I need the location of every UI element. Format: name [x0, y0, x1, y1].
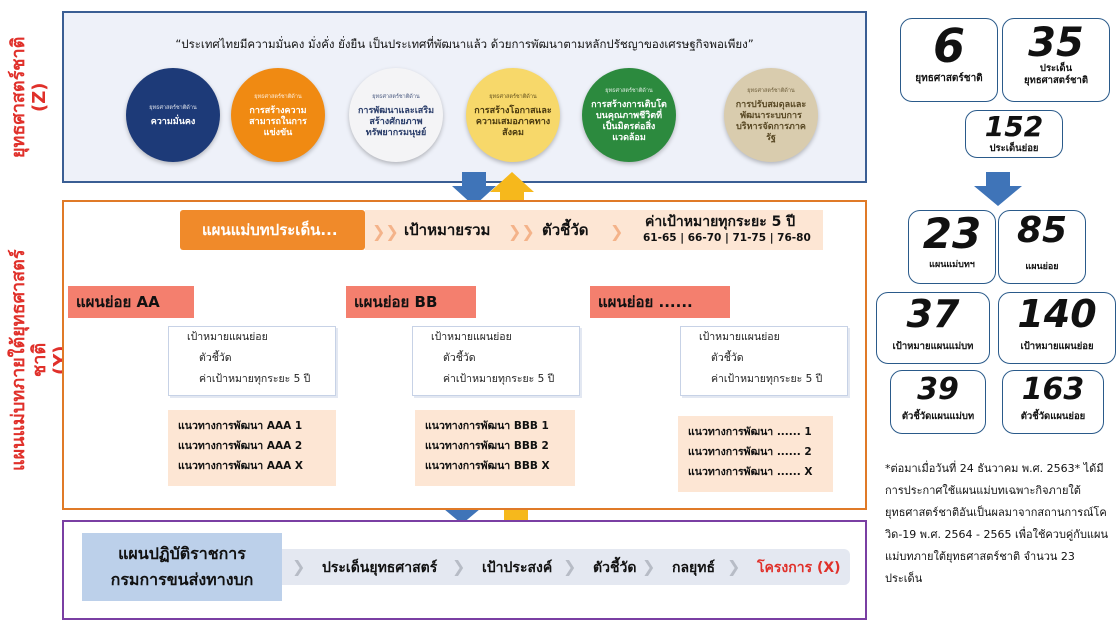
target-periods: 61-65 | 66-70 | 71-75 | 76-80 — [643, 232, 811, 244]
stat-sub-issues: 152 ประเด็นย่อย — [965, 110, 1063, 158]
stat-number: 6 — [932, 19, 965, 73]
down-arrow — [974, 172, 1022, 206]
stat-master-indicators: 39 ตัวชี้วัดแผนแม่บท — [890, 370, 986, 434]
strategy-circle-label: การพัฒนาและเสริมสร้างศักยภาพทรัพยากรมนุษ… — [357, 105, 435, 138]
master-plan-box: แผนแม่บทประเด็น... — [180, 210, 365, 250]
guideline-item: แนวทางการพัฒนา AAA 2 — [178, 440, 303, 452]
subplan-target: ค่าเป้าหมายทุกระยะ 5 ปี — [711, 373, 823, 385]
stat-number: 152 — [984, 110, 1044, 143]
strategy-circle: ยุทธศาสตร์ชาติด้านการสร้างความสามารถในกา… — [231, 68, 325, 162]
guideline-item: แนวทางการพัฒนา AAA X — [178, 460, 303, 472]
stat-label: แผนแม่บทฯ — [929, 260, 975, 270]
stat-label: ตัวชี้วัดแผนแม่บท — [901, 411, 975, 422]
stat-label: ยุทธศาสตร์ชาติ — [915, 73, 983, 84]
strategy-circle: ยุทธศาสตร์ชาติด้านการสร้างการเติบโตบนคุณ… — [582, 68, 676, 162]
subplan-indicator: ตัวชี้วัด — [711, 352, 744, 364]
strategy-circle-label: การสร้างความสามารถในการแข่งขัน — [249, 105, 307, 138]
strategy-circle-caption: ยุทธศาสตร์ชาติด้าน — [254, 93, 302, 100]
action-step: ตัวชี้วัด — [593, 560, 637, 576]
stat-strategies: 6 ยุทธศาสตร์ชาติ — [900, 18, 998, 102]
stat-number: 23 — [922, 209, 982, 258]
guideline-item: แนวทางการพัฒนา BBB X — [425, 460, 550, 472]
action-flow-bar — [250, 549, 850, 585]
stat-label: ตัวชี้วัดแผนย่อย — [1020, 411, 1086, 422]
guideline-item: แนวทางการพัฒนา BBB 1 — [425, 420, 549, 432]
guideline-item: แนวทางการพัฒนา ...... 2 — [688, 446, 812, 458]
subplan-guidelines: แนวทางการพัฒนา BBB 1 แนวทางการพัฒนา BBB 2… — [415, 410, 575, 486]
chevron-right-icon: ❯ — [727, 557, 741, 576]
action-step: โครงการ (X) — [757, 560, 841, 576]
action-step: กลยุทธ์ — [672, 560, 716, 576]
subplan-goal: เป้าหมายแผนย่อย — [699, 331, 780, 343]
strategy-circle: ยุทธศาสตร์ชาติด้านความมั่นคง — [126, 68, 220, 162]
stat-strategy-issues: 35 ประเด็น ยุทธศาสตร์ชาติ — [1002, 18, 1110, 102]
subplan-indicator: ตัวชี้วัด — [199, 352, 232, 364]
chevron-right-icon: ❯ — [563, 557, 577, 576]
stat-label: เป้าหมายแผนแม่บท — [892, 341, 974, 352]
subplan-title: แผนย่อย BB — [346, 286, 476, 318]
stat-number: 140 — [1017, 292, 1097, 336]
chevron-right-icon: ❯ — [642, 557, 656, 576]
down-arrow — [452, 172, 496, 206]
stat-label: ประเด็นย่อย — [989, 143, 1039, 154]
chevron-right-icon: ❯ — [452, 557, 466, 576]
footnote: *ต่อมาเมื่อวันที่ 24 ธันวาคม พ.ศ. 2563* … — [885, 462, 1108, 585]
chevron-right-icon: ❯❯ — [508, 222, 535, 241]
strategy-circle-caption: ยุทธศาสตร์ชาติด้าน — [747, 88, 795, 94]
action-plan-title: แผนปฏิบัติราชการ กรมการขนส่งทางบก — [82, 533, 282, 601]
strategy-circle: ยุทธศาสตร์ชาติด้านการปรับสมดุลและพัฒนาระ… — [724, 68, 818, 162]
guideline-item: แนวทางการพัฒนา AAA 1 — [178, 420, 303, 432]
action-step: ประเด็นยุทธศาสตร์ — [322, 560, 438, 576]
subplan-target: ค่าเป้าหมายทุกระยะ 5 ปี — [199, 373, 311, 385]
subplan-guidelines: แนวทางการพัฒนา AAA 1 แนวทางการพัฒนา AAA 2… — [168, 410, 336, 486]
action-step: เป้าประสงค์ — [482, 560, 553, 576]
overall-goal-label: เป้าหมายรวม — [404, 221, 491, 239]
target-title: ค่าเป้าหมายทุกระยะ 5 ปี — [645, 214, 796, 230]
stat-master-goals: 37 เป้าหมายแผนแม่บท — [876, 292, 990, 364]
guideline-item: แนวทางการพัฒนา ...... X — [688, 466, 813, 478]
subplan-goal: เป้าหมายแผนย่อย — [187, 331, 268, 343]
stat-number: 163 — [1021, 372, 1085, 407]
subplan-title: แผนย่อย AA — [68, 286, 194, 318]
chevron-right-icon: ❯❯ — [372, 222, 399, 241]
flow-bar — [365, 210, 823, 250]
stat-number: 37 — [906, 292, 960, 336]
stat-label: ประเด็น ยุทธศาสตร์ชาติ — [1023, 63, 1088, 86]
subplan-guidelines: แนวทางการพัฒนา ...... 1 แนวทางการพัฒนา ..… — [678, 416, 833, 492]
subplan-target: ค่าเป้าหมายทุกระยะ 5 ปี — [443, 373, 555, 385]
strategy-circle: ยุทธศาสตร์ชาติด้านการสร้างโอกาสและความเส… — [466, 68, 560, 162]
stat-label: แผนย่อย — [1025, 262, 1059, 272]
stat-sub-indicators: 163 ตัวชี้วัดแผนย่อย — [1002, 370, 1104, 434]
stat-label: เป้าหมายแผนย่อย — [1020, 341, 1094, 352]
subplan-goal-box: เป้าหมายแผนย่อยตัวชี้วัดค่าเป้าหมายทุกระ… — [168, 326, 336, 396]
stat-master-plans: 23 แผนแม่บทฯ — [908, 210, 996, 284]
up-arrow — [490, 172, 534, 206]
stat-number: 39 — [917, 372, 959, 407]
chevron-right-icon: ❯ — [292, 557, 306, 576]
stat-sub-goals: 140 เป้าหมายแผนย่อย — [998, 292, 1116, 364]
subplan-goal-box: เป้าหมายแผนย่อยตัวชี้วัดค่าเป้าหมายทุกระ… — [680, 326, 848, 396]
subplan-goal-box: เป้าหมายแผนย่อยตัวชี้วัดค่าเป้าหมายทุกระ… — [412, 326, 580, 396]
subplan-title: แผนย่อย ...... — [590, 286, 730, 318]
strategy-circle-label: การสร้างโอกาสและความเสมอภาคทางสังคม — [474, 105, 552, 138]
strategy-circle-caption: ยุทธศาสตร์ชาติด้าน — [605, 88, 653, 94]
subplan-indicator: ตัวชี้วัด — [443, 352, 476, 364]
indicator-label: ตัวชี้วัด — [542, 221, 589, 239]
vision-quote: “ประเทศไทยมีความมั่นคง มั่งคั่ง ยั่งยืน … — [175, 37, 754, 51]
stat-number: 35 — [1028, 20, 1084, 66]
strategy-circle-label: การปรับสมดุลและพัฒนาระบบการบริหารจัดการภ… — [735, 100, 807, 143]
strategy-circle-caption: ยุทธศาสตร์ชาติด้าน — [372, 93, 420, 100]
strategy-circle-caption: ยุทธศาสตร์ชาติด้าน — [149, 104, 197, 111]
guideline-item: แนวทางการพัฒนา BBB 2 — [425, 440, 549, 452]
stat-sub-plans: 85 แผนย่อย — [998, 210, 1086, 284]
guideline-item: แนวทางการพัฒนา ...... 1 — [688, 426, 812, 438]
chevron-right-icon: ❯ — [610, 222, 624, 241]
strategy-circle-caption: ยุทธศาสตร์ชาติด้าน — [489, 93, 537, 100]
subplan-goal: เป้าหมายแผนย่อย — [431, 331, 512, 343]
strategy-circle: ยุทธศาสตร์ชาติด้านการพัฒนาและเสริมสร้างศ… — [349, 68, 443, 162]
strategy-circle-label: การสร้างการเติบโตบนคุณภาพชีวิตที่เป็นมิต… — [591, 100, 667, 143]
stat-number: 85 — [1016, 210, 1068, 251]
strategy-circle-label: ความมั่นคง — [150, 116, 196, 127]
